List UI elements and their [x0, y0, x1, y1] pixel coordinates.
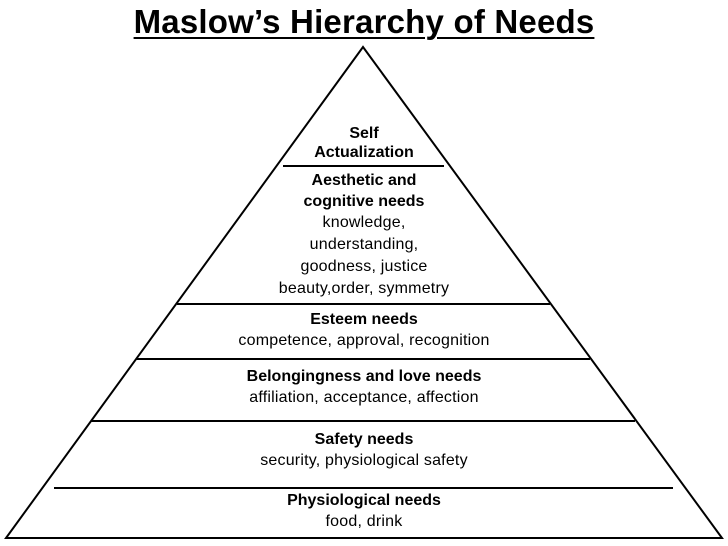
level-detail-line: understanding,: [309, 236, 419, 253]
level-belongingness: Belongingness and love needs affiliation…: [139, 367, 589, 408]
level-detail-line: beauty,order, symmetry: [278, 280, 450, 297]
level-detail-line: knowledge,: [322, 214, 406, 231]
level-name-line: Aesthetic and: [311, 172, 417, 189]
level-name-line: Esteem needs: [310, 311, 418, 328]
level-detail-line: goodness, justice: [300, 258, 428, 275]
level-esteem: Esteem needs competence, approval, recog…: [164, 310, 564, 351]
level-self-actualization: Self Actualization: [263, 124, 465, 162]
level-name-line: Self: [349, 125, 379, 142]
diagram-title: Maslow’s Hierarchy of Needs: [133, 3, 595, 40]
level-detail-line: security, physiological safety: [260, 452, 468, 469]
level-detail-line: affiliation, acceptance, affection: [249, 389, 479, 406]
level-safety: Safety needs security, physiological saf…: [139, 430, 589, 471]
level-name-line: Actualization: [314, 144, 414, 161]
level-name-line: Belongingness and love needs: [246, 368, 482, 385]
pyramid-outline: [4, 45, 724, 539]
level-physiological: Physiological needs food, drink: [139, 491, 589, 532]
level-name-line: cognitive needs: [303, 193, 425, 210]
level-aesthetic-cognitive: Aesthetic and cognitive needs knowledge,…: [214, 170, 514, 300]
level-detail-line: food, drink: [325, 513, 403, 530]
level-name-line: Physiological needs: [287, 492, 441, 509]
level-name-line: Safety needs: [314, 431, 414, 448]
level-detail-line: competence, approval, recognition: [238, 332, 490, 349]
